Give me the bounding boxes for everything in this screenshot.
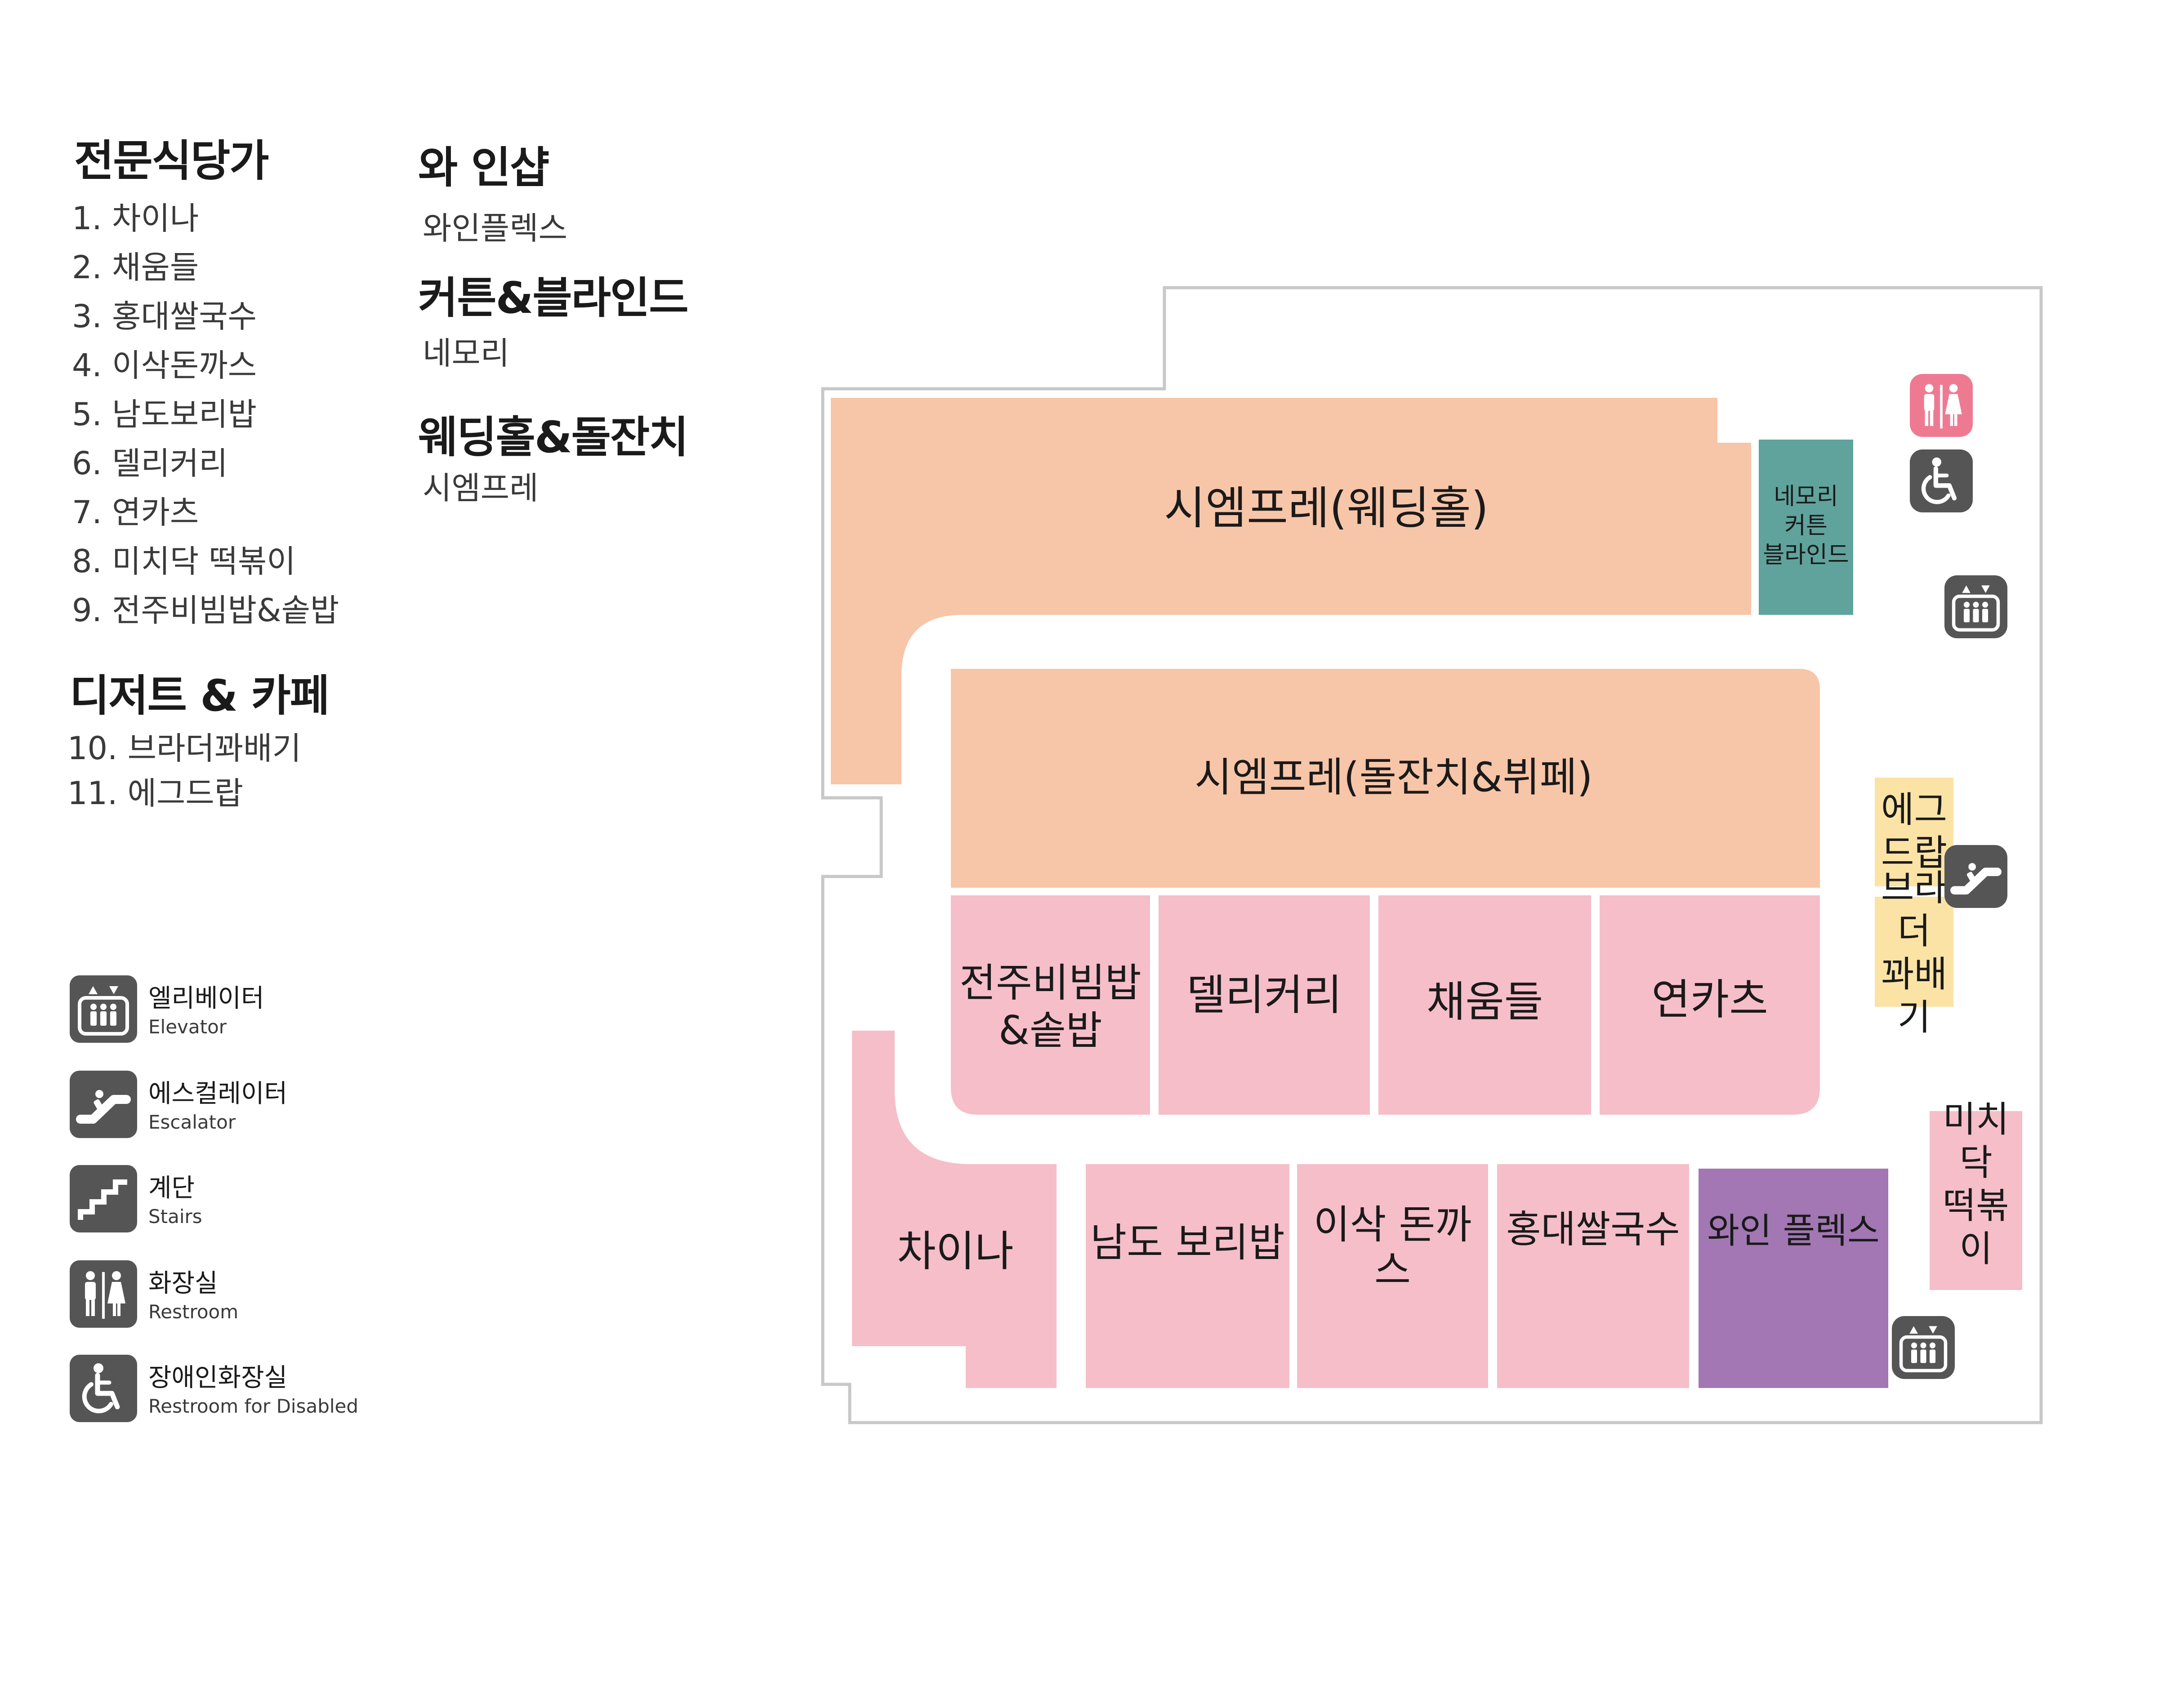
legend-elevator: 엘리베이터 Elevator	[70, 975, 474, 1065]
accessible-restroom-icon	[70, 1355, 137, 1422]
curtain-title: 커튼&블라인드	[418, 273, 689, 323]
label-nemori: 네모리 커튼 블라인드	[1763, 483, 1849, 569]
label-buffet: 시엠프레(돌잔치&뷔페)	[1195, 754, 1593, 801]
label-deli: 델리커리	[1186, 970, 1342, 1020]
legend-restroom: 화장실 Restroom	[70, 1260, 474, 1350]
legend-accessible-ko: 장애인화장실	[148, 1363, 288, 1392]
restroom-icon	[70, 1260, 137, 1328]
restroom-icon[interactable]	[1910, 374, 1973, 437]
area-michidak[interactable]	[1930, 1111, 2022, 1290]
label-chaeum: 채움들	[1426, 977, 1543, 1027]
label-wineplex: 와인 플렉스	[1707, 1211, 1880, 1252]
legend-stairs: 계단 Stairs	[70, 1165, 474, 1255]
area-china[interactable]	[852, 1031, 1057, 1388]
label-namdo: 남도 보리밥	[1090, 1219, 1285, 1266]
list-item[interactable]: 4. 이삭돈까스	[72, 347, 257, 384]
wine-title: 와 인샵	[418, 142, 549, 193]
accessible-restroom-icon[interactable]	[1910, 449, 1973, 512]
area-hongdae[interactable]	[1497, 1164, 1689, 1388]
curtain-sub[interactable]: 네모리	[423, 335, 510, 372]
list-item[interactable]: 7. 연카츠	[72, 494, 199, 531]
legend-restroom-en: Restroom	[148, 1301, 239, 1323]
stairs-icon	[70, 1165, 137, 1232]
legend-escalator-en: Escalator	[148, 1111, 236, 1133]
area-wineplex[interactable]	[1699, 1169, 1888, 1388]
wedding-sub[interactable]: 시엠프레	[423, 470, 539, 507]
area-deli[interactable]	[1159, 895, 1370, 1115]
wine-sub[interactable]: 와인플렉스	[423, 210, 567, 247]
elevator-icon	[70, 975, 137, 1043]
list-item[interactable]: 11. 에그드랍	[67, 775, 244, 812]
list-item[interactable]: 1. 차이나	[72, 200, 199, 237]
escalator-icon	[70, 1071, 137, 1138]
escalator-icon[interactable]	[1944, 845, 2007, 908]
area-jeonju[interactable]	[951, 895, 1150, 1115]
dessert-title: 디저트 & 카페	[70, 671, 330, 721]
label-isak: 이삭 돈까스	[1313, 1201, 1472, 1293]
restaurants-title: 전문식당가	[74, 136, 269, 186]
list-item[interactable]: 6. 델리커리	[72, 445, 228, 482]
list-item[interactable]: 8. 미치닥 떡볶이	[72, 543, 296, 580]
legend-accessible-en: Restroom for Disabled	[148, 1395, 359, 1417]
list-item[interactable]: 2. 채움들	[72, 249, 199, 286]
legend-stairs-ko: 계단	[148, 1174, 195, 1203]
area-buffet[interactable]	[951, 669, 1820, 888]
label-jeonju: 전주비빔밥 &솥밥	[959, 960, 1141, 1054]
legend-escalator-ko: 에스컬레이터	[148, 1079, 288, 1108]
area-yeonkatsu[interactable]	[1600, 895, 1820, 1115]
label-yeonkatsu: 연카츠	[1651, 975, 1768, 1024]
legend-escalator: 에스컬레이터 Escalator	[70, 1071, 474, 1161]
restaurants-list: 1. 차이나 2. 채움들 3. 홍대쌀국수 4. 이삭돈까스 5. 남도보리밥…	[72, 194, 339, 635]
legend-stairs-en: Stairs	[148, 1205, 202, 1228]
list-item[interactable]: 10. 브라더꽈배기	[67, 730, 301, 767]
area-namdo[interactable]	[1086, 1164, 1289, 1388]
dessert-list: 10. 브라더꽈배기 11. 에그드랍	[67, 726, 301, 816]
label-brother: 브라더 꽈배기	[1881, 867, 1948, 1038]
area-brother[interactable]	[1875, 897, 1953, 1007]
label-hongdae: 홍대쌀국수	[1506, 1207, 1680, 1251]
wedding-title: 웨딩홀&돌잔치	[418, 412, 689, 463]
elevator-icon[interactable]	[1944, 575, 2007, 638]
list-item[interactable]: 5. 남도보리밥	[72, 396, 257, 433]
area-chaeum[interactable]	[1378, 895, 1591, 1115]
label-michidak: 미치닥 떡볶이	[1943, 1099, 2009, 1270]
legend-elevator-ko: 엘리베이터	[148, 984, 264, 1013]
list-item[interactable]: 9. 전주비빔밥&솥밥	[72, 592, 339, 629]
legend-accessible: 장애인화장실 Restroom for Disabled	[70, 1355, 474, 1445]
label-eggdrop: 에그 드랍	[1881, 789, 1948, 874]
label-china: 차이나	[897, 1227, 1014, 1276]
elevator-icon[interactable]	[1892, 1316, 1955, 1379]
list-item[interactable]: 3. 홍대쌀국수	[72, 298, 257, 335]
legend-restroom-ko: 화장실	[148, 1269, 218, 1298]
area-isak[interactable]	[1297, 1164, 1488, 1388]
area-eggdrop[interactable]	[1875, 778, 1953, 886]
legend-elevator-en: Elevator	[148, 1016, 227, 1038]
label-wedding-hall: 시엠프레(웨딩홀)	[1164, 481, 1489, 534]
area-wedding-hall[interactable]	[831, 398, 1751, 784]
area-nemori[interactable]	[1759, 440, 1853, 615]
